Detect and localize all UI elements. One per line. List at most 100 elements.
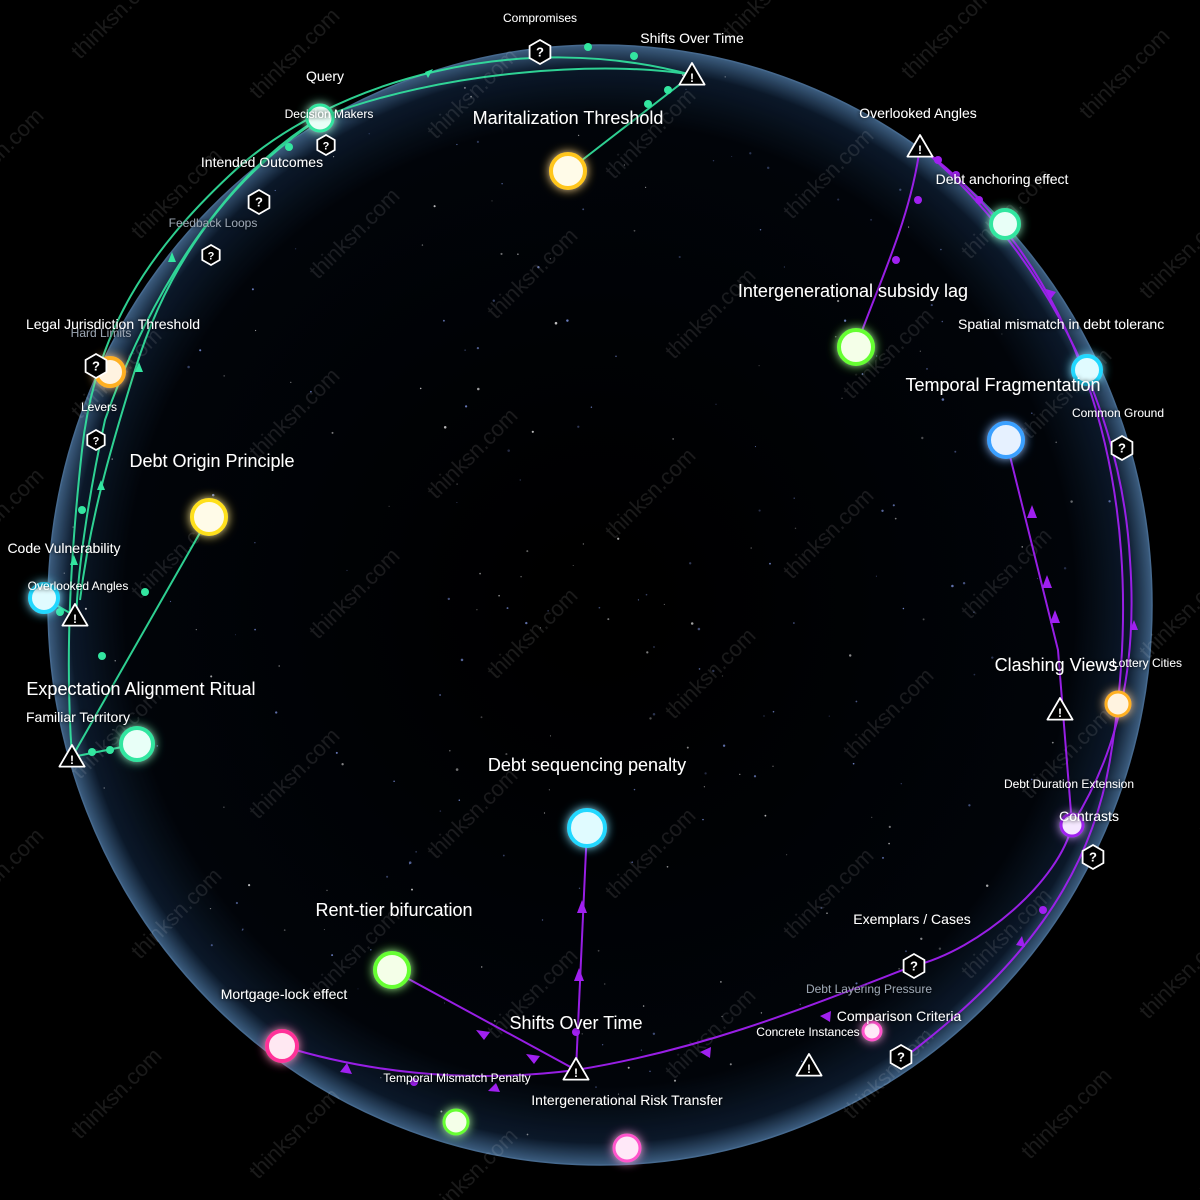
- node-decision-makers[interactable]: [305, 103, 335, 133]
- watermark-text: thinksn.com: [244, 1083, 345, 1184]
- question-icon-compromises[interactable]: ?: [528, 38, 552, 66]
- question-icon-query[interactable]: ?: [316, 133, 336, 157]
- question-icon-hard-limits[interactable]: ?: [84, 352, 108, 380]
- star: [644, 186, 647, 189]
- warning-icon-clashing-views[interactable]: !: [1046, 697, 1074, 721]
- node-debt-layering-pressure[interactable]: [861, 1020, 883, 1042]
- node-temporal-fragmentation[interactable]: [987, 421, 1025, 459]
- star: [900, 783, 902, 785]
- star: [758, 509, 761, 512]
- question-icon-contrasts[interactable]: ?: [1081, 843, 1105, 871]
- star: [754, 446, 756, 448]
- question-icon-exemplars-cases[interactable]: ?: [902, 952, 926, 980]
- star: [545, 1020, 547, 1022]
- star: [938, 947, 942, 950]
- star: [323, 929, 325, 931]
- label-feedback-loops: Feedback Loops: [169, 216, 258, 230]
- label-intended-outcomes: Intended Outcomes: [201, 154, 323, 170]
- label-code-vulnerability: Code Vulnerability: [7, 540, 120, 556]
- question-icon-levers[interactable]: ?: [86, 428, 106, 452]
- label-debt-sequencing-penalty: Debt sequencing penalty: [488, 755, 686, 775]
- node-debt-anchoring-effect[interactable]: [989, 208, 1021, 240]
- star: [456, 501, 458, 504]
- warning-icon-shifts-over-time-top[interactable]: !: [678, 62, 706, 86]
- star: [433, 205, 436, 208]
- label-contrasts: Contrasts: [1059, 808, 1119, 824]
- purple-edge-arrows: [340, 226, 1138, 1092]
- star: [274, 189, 276, 192]
- node-debt-origin-principle[interactable]: [190, 498, 228, 536]
- star: [103, 787, 105, 789]
- node-code-vulnerability[interactable]: [28, 582, 60, 614]
- label-legal-jurisdiction-threshold: Legal Jurisdiction Threshold: [26, 316, 200, 332]
- watermark-text: thinksn.com: [1134, 203, 1200, 304]
- star: [443, 1002, 446, 1004]
- star: [899, 188, 902, 191]
- star: [346, 569, 348, 571]
- star: [502, 854, 505, 857]
- star: [210, 944, 213, 947]
- star: [464, 405, 468, 408]
- node-rent-tier-bifurcation[interactable]: [373, 951, 411, 989]
- question-icon-feedback-loops[interactable]: ?: [201, 243, 221, 267]
- purple-edge-dots: [410, 156, 1047, 1086]
- star: [572, 564, 574, 567]
- star: [458, 799, 461, 801]
- label-comparison-criteria: Comparison Criteria: [837, 1008, 962, 1024]
- svg-text:!: !: [807, 1062, 811, 1076]
- warning-icon-familiar-territory[interactable]: !: [58, 744, 86, 768]
- star: [1030, 412, 1033, 415]
- label-mortgage-lock-effect: Mortgage-lock effect: [221, 986, 348, 1002]
- node-mortgage-lock-effect[interactable]: [265, 1029, 299, 1063]
- star: [443, 426, 447, 429]
- star: [582, 543, 585, 545]
- node-spatial-mismatch[interactable]: [1071, 354, 1103, 386]
- star: [519, 479, 521, 481]
- svg-text:?: ?: [536, 45, 544, 60]
- star: [294, 248, 297, 250]
- warning-icon-overlooked-angles-left[interactable]: !: [61, 603, 89, 627]
- star: [633, 229, 636, 232]
- star: [968, 804, 971, 807]
- star: [750, 547, 752, 549]
- star: [954, 450, 957, 453]
- node-intergenerational-subsidy-lag[interactable]: [837, 328, 875, 366]
- node-intergenerational-risk-transfer[interactable]: [612, 1133, 642, 1163]
- star: [841, 397, 843, 399]
- star: [386, 875, 389, 878]
- node-maritalization-threshold[interactable]: [549, 152, 587, 190]
- star: [498, 594, 500, 597]
- question-icon-intended-outcomes[interactable]: ?: [247, 188, 271, 216]
- star: [554, 321, 558, 325]
- star: [820, 906, 823, 910]
- star: [156, 745, 159, 747]
- star: [223, 375, 226, 377]
- warning-icon-overlooked-angles-right[interactable]: !: [906, 134, 934, 158]
- star: [875, 355, 878, 357]
- star: [111, 458, 113, 460]
- green-edge-dots: [56, 43, 672, 756]
- node-debt-sequencing-penalty[interactable]: [567, 808, 607, 848]
- star: [793, 497, 795, 499]
- star: [248, 884, 251, 887]
- star: [310, 390, 312, 393]
- question-icon-common-ground[interactable]: ?: [1110, 434, 1134, 462]
- star: [549, 258, 552, 260]
- star: [919, 350, 921, 352]
- node-temporal-mismatch-penalty[interactable]: [442, 1108, 470, 1136]
- warning-icon-shifts-over-time-bottom[interactable]: !: [562, 1057, 590, 1081]
- star: [721, 1015, 723, 1018]
- node-debt-duration-extension[interactable]: [1059, 812, 1085, 838]
- svg-text:?: ?: [910, 959, 918, 974]
- star: [549, 735, 552, 737]
- star: [758, 365, 760, 367]
- node-expectation-alignment-ritual[interactable]: [119, 726, 155, 762]
- node-lottery-cities[interactable]: [1104, 690, 1132, 718]
- question-icon-comparison-criteria[interactable]: ?: [889, 1043, 913, 1071]
- star: [938, 292, 940, 294]
- star: [582, 208, 585, 211]
- warning-icon-concrete-instances[interactable]: !: [795, 1053, 823, 1077]
- star: [902, 607, 905, 610]
- star: [283, 929, 286, 931]
